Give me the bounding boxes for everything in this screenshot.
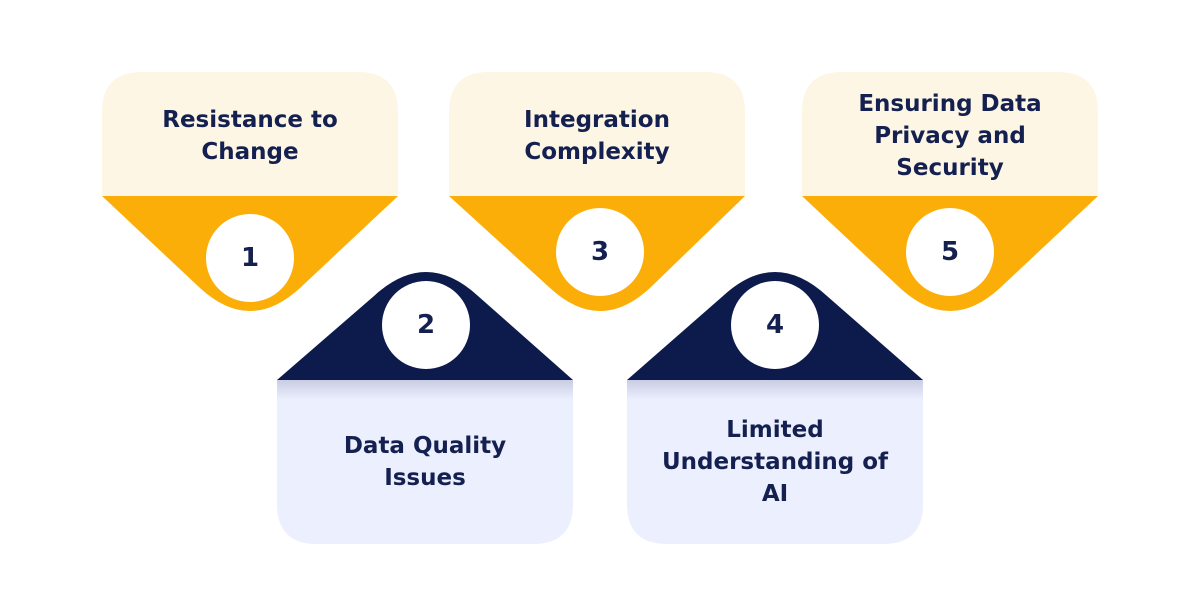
step-2-box xyxy=(277,380,573,544)
step-4-box xyxy=(627,380,923,544)
step-3-number: 3 xyxy=(590,237,610,267)
step-3-label-line-1: Integration xyxy=(524,107,670,133)
step-4-label-line-3: AI xyxy=(761,481,789,507)
step-4-circle xyxy=(731,281,819,369)
step-4-label-line-2: Understanding of xyxy=(661,449,889,475)
step-2-label-line-1: Data Quality xyxy=(343,433,507,459)
step-4-number: 4 xyxy=(765,310,785,340)
step-3-label-line-2: Complexity xyxy=(524,139,670,165)
step-5-circle xyxy=(906,208,994,296)
step-5-number: 5 xyxy=(940,237,960,267)
step-4-label: Limited Understanding of AI xyxy=(627,396,923,528)
step-5-box xyxy=(802,72,1098,196)
step-5-label-line-1: Ensuring Data xyxy=(858,91,1042,117)
step-1-circle xyxy=(206,214,294,302)
step-5-label-line-2: Privacy and xyxy=(874,123,1026,149)
step-1-number: 1 xyxy=(240,243,260,273)
step-1-box xyxy=(102,72,398,196)
step-2-circle xyxy=(382,281,470,369)
step-5-label-line-3: Security xyxy=(896,155,1004,181)
step-2-number: 2 xyxy=(416,310,436,340)
step-3-circle xyxy=(556,208,644,296)
step-5-label: Ensuring Data Privacy and Security xyxy=(802,76,1098,196)
step-2-label-line-2: Issues xyxy=(384,465,466,491)
step-3-label: Integration Complexity xyxy=(449,76,745,196)
step-4-label-line-1: Limited xyxy=(726,417,824,443)
step-1-label-line-2: Change xyxy=(201,139,299,165)
step-1-label-line-1: Resistance to xyxy=(162,107,338,133)
step-3-box xyxy=(449,72,745,196)
step-2-label: Data Quality Issues xyxy=(277,396,573,528)
step-1-label: Resistance to Change xyxy=(102,76,398,196)
